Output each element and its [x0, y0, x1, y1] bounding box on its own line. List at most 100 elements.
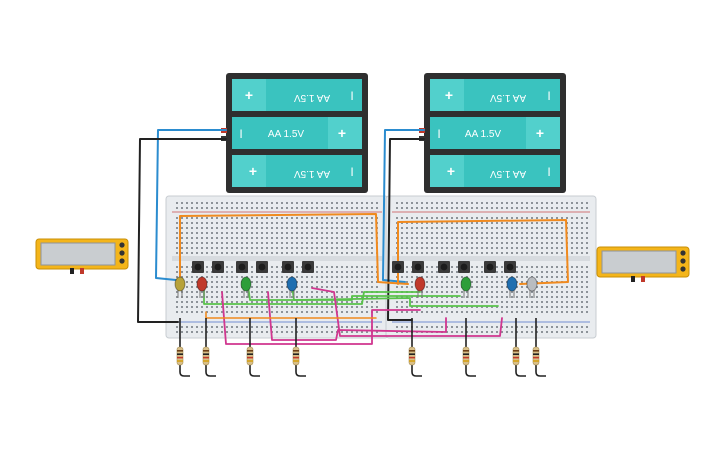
breadboard-hole[interactable]: [341, 237, 343, 239]
breadboard-hole[interactable]: [476, 271, 478, 273]
breadboard-hole[interactable]: [536, 301, 538, 303]
breadboard-hole[interactable]: [486, 306, 488, 308]
breadboard-hole[interactable]: [276, 271, 278, 273]
breadboard-hole[interactable]: [211, 222, 213, 224]
breadboard-hole[interactable]: [216, 291, 218, 293]
breadboard-hole[interactable]: [461, 301, 463, 303]
breadboard-hole[interactable]: [476, 217, 478, 219]
breadboard-hole[interactable]: [256, 232, 258, 234]
breadboard-hole[interactable]: [421, 222, 423, 224]
breadboard-hole[interactable]: [321, 242, 323, 244]
breadboard-hole[interactable]: [551, 331, 553, 333]
breadboard-hole[interactable]: [491, 291, 493, 293]
breadboard-hole[interactable]: [326, 331, 328, 333]
breadboard-hole[interactable]: [401, 242, 403, 244]
breadboard-hole[interactable]: [301, 237, 303, 239]
breadboard-hole[interactable]: [541, 296, 543, 298]
breadboard-hole[interactable]: [431, 326, 433, 328]
breadboard-hole[interactable]: [491, 331, 493, 333]
breadboard-hole[interactable]: [196, 326, 198, 328]
breadboard-hole[interactable]: [526, 242, 528, 244]
breadboard-hole[interactable]: [311, 331, 313, 333]
breadboard-hole[interactable]: [491, 306, 493, 308]
breadboard-hole[interactable]: [301, 326, 303, 328]
breadboard-hole[interactable]: [456, 242, 458, 244]
breadboard-hole[interactable]: [486, 311, 488, 313]
breadboard-hole[interactable]: [406, 247, 408, 249]
breadboard-hole[interactable]: [321, 237, 323, 239]
breadboard-hole[interactable]: [581, 296, 583, 298]
breadboard-hole[interactable]: [236, 306, 238, 308]
breadboard-hole[interactable]: [276, 301, 278, 303]
breadboard-hole[interactable]: [311, 281, 313, 283]
breadboard-hole[interactable]: [181, 202, 183, 204]
breadboard-hole[interactable]: [506, 306, 508, 308]
breadboard-hole[interactable]: [181, 271, 183, 273]
breadboard-hole[interactable]: [221, 286, 223, 288]
breadboard-hole[interactable]: [466, 306, 468, 308]
breadboard-hole[interactable]: [256, 247, 258, 249]
breadboard-hole[interactable]: [186, 326, 188, 328]
breadboard-hole[interactable]: [496, 252, 498, 254]
breadboard-hole[interactable]: [351, 252, 353, 254]
breadboard-hole[interactable]: [346, 242, 348, 244]
breadboard-hole[interactable]: [451, 271, 453, 273]
breadboard-hole[interactable]: [221, 237, 223, 239]
breadboard-hole[interactable]: [481, 232, 483, 234]
breadboard-hole[interactable]: [231, 331, 233, 333]
breadboard-hole[interactable]: [456, 326, 458, 328]
breadboard-hole[interactable]: [571, 276, 573, 278]
breadboard-hole[interactable]: [411, 207, 413, 209]
breadboard-hole[interactable]: [436, 301, 438, 303]
breadboard-hole[interactable]: [276, 242, 278, 244]
breadboard-hole[interactable]: [521, 232, 523, 234]
breadboard-hole[interactable]: [566, 291, 568, 293]
breadboard-hole[interactable]: [236, 331, 238, 333]
breadboard-hole[interactable]: [306, 227, 308, 229]
breadboard-hole[interactable]: [446, 311, 448, 313]
breadboard-hole[interactable]: [426, 326, 428, 328]
breadboard-hole[interactable]: [501, 232, 503, 234]
breadboard-hole[interactable]: [406, 232, 408, 234]
breadboard-hole[interactable]: [506, 232, 508, 234]
breadboard-hole[interactable]: [551, 232, 553, 234]
breadboard-hole[interactable]: [191, 242, 193, 244]
breadboard-hole[interactable]: [461, 217, 463, 219]
breadboard-hole[interactable]: [221, 331, 223, 333]
breadboard-hole[interactable]: [316, 276, 318, 278]
breadboard-hole[interactable]: [356, 222, 358, 224]
breadboard-hole[interactable]: [556, 217, 558, 219]
breadboard-hole[interactable]: [531, 202, 533, 204]
breadboard-hole[interactable]: [516, 207, 518, 209]
breadboard-hole[interactable]: [281, 202, 283, 204]
breadboard-hole[interactable]: [246, 301, 248, 303]
breadboard-hole[interactable]: [551, 306, 553, 308]
wire-ground-right[interactable]: [387, 138, 425, 321]
breadboard-hole[interactable]: [216, 207, 218, 209]
breadboard-hole[interactable]: [576, 202, 578, 204]
breadboard-hole[interactable]: [256, 331, 258, 333]
breadboard-hole[interactable]: [486, 281, 488, 283]
breadboard-hole[interactable]: [416, 232, 418, 234]
breadboard-hole[interactable]: [501, 281, 503, 283]
led-red[interactable]: [196, 276, 208, 298]
breadboard-hole[interactable]: [266, 276, 268, 278]
breadboard-hole[interactable]: [541, 281, 543, 283]
breadboard-hole[interactable]: [216, 217, 218, 219]
breadboard-hole[interactable]: [196, 296, 198, 298]
breadboard-hole[interactable]: [426, 311, 428, 313]
breadboard-hole[interactable]: [521, 311, 523, 313]
breadboard-hole[interactable]: [346, 202, 348, 204]
breadboard-hole[interactable]: [406, 311, 408, 313]
breadboard-hole[interactable]: [496, 202, 498, 204]
breadboard-hole[interactable]: [321, 291, 323, 293]
breadboard-hole[interactable]: [551, 296, 553, 298]
breadboard-hole[interactable]: [436, 242, 438, 244]
breadboard-hole[interactable]: [481, 237, 483, 239]
breadboard-hole[interactable]: [416, 222, 418, 224]
breadboard-hole[interactable]: [451, 237, 453, 239]
breadboard-hole[interactable]: [266, 237, 268, 239]
breadboard-hole[interactable]: [531, 222, 533, 224]
multimeter-probe-black[interactable]: [631, 276, 635, 282]
breadboard-hole[interactable]: [541, 311, 543, 313]
